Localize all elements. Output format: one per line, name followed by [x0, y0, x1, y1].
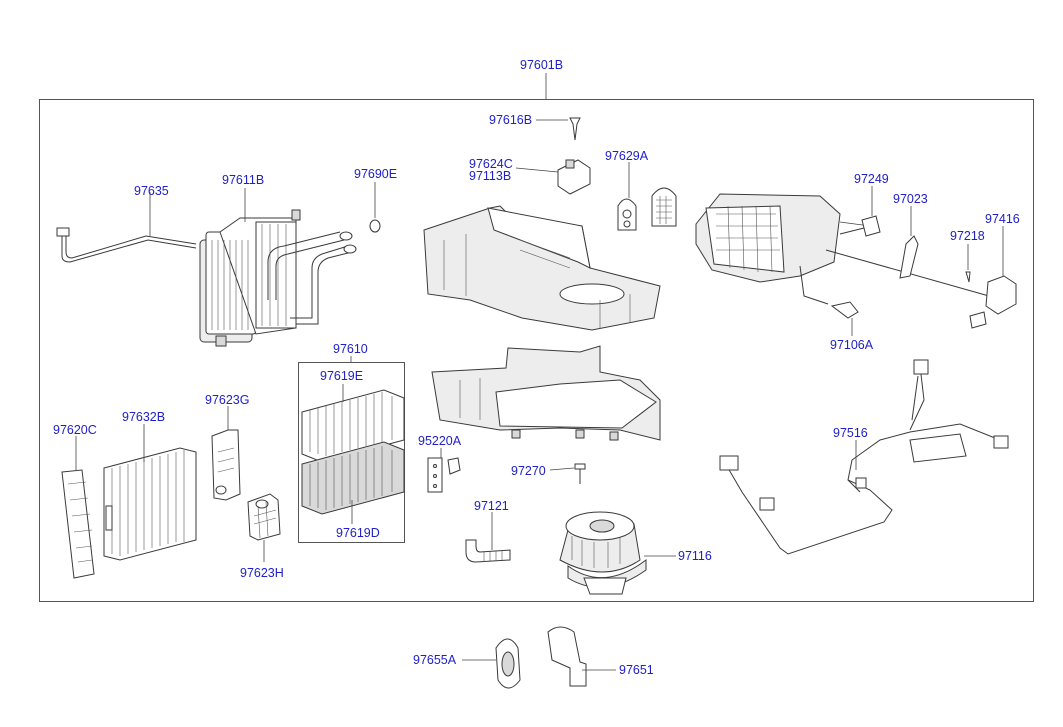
cover-h-part[interactable] — [247, 493, 281, 562]
label-actuator[interactable]: 97416 — [985, 212, 1020, 226]
blower-screw-part[interactable] — [549, 463, 586, 484]
cover-g-part[interactable] — [211, 406, 241, 501]
label-wiring-harness[interactable]: 97516 — [833, 426, 868, 440]
label-hose[interactable]: 97121 — [474, 499, 509, 513]
sensor-part[interactable] — [830, 301, 859, 336]
label-filter-element[interactable]: 97632B — [122, 410, 166, 424]
filter-element-part[interactable] — [103, 424, 197, 561]
label-resistor[interactable]: 97624C — [469, 157, 513, 171]
label-filter-assembly[interactable]: 97610 — [333, 342, 368, 356]
label-cover-h[interactable]: 97623H — [240, 566, 284, 580]
lever-part[interactable] — [899, 206, 919, 279]
label-filter-upper[interactable]: 97619E — [320, 369, 364, 383]
label-sensor[interactable]: 97106A — [830, 338, 874, 352]
wiring-harness-part[interactable] — [719, 359, 1009, 555]
pipe-assembly-part[interactable] — [56, 192, 197, 263]
label-blower-screw[interactable]: 97270 — [511, 464, 546, 478]
upper-case-part[interactable] — [423, 205, 661, 331]
assembly-frame — [39, 99, 1034, 602]
label-connector[interactable]: 95220A — [418, 434, 462, 448]
label-evaporator-core[interactable]: 97611B — [222, 173, 265, 187]
label-cover-g[interactable]: 97623G — [205, 393, 250, 407]
grommet-part[interactable] — [462, 638, 521, 689]
label-resistor-alt[interactable]: 97113B — [469, 169, 512, 183]
label-filter-cover[interactable]: 97620C — [53, 423, 97, 437]
label-screw[interactable]: 97218 — [950, 229, 985, 243]
heater-unit-part[interactable] — [695, 193, 997, 305]
cover-a-part[interactable] — [617, 162, 677, 231]
label-filter-lower[interactable]: 97619D — [336, 526, 380, 540]
filter-lower-part[interactable] — [301, 441, 405, 524]
label-o-ring[interactable]: 97690E — [354, 167, 398, 181]
actuator-part[interactable] — [969, 226, 1017, 329]
label-actuator-bracket[interactable]: 97249 — [854, 172, 889, 186]
duct-part[interactable] — [547, 626, 616, 687]
label-cover-a[interactable]: 97629A — [605, 149, 649, 163]
label-case-screw[interactable]: 97616B — [489, 113, 533, 127]
label-grommet[interactable]: 97655A — [413, 653, 457, 667]
resistor-part[interactable] — [515, 159, 591, 195]
lower-case-part[interactable] — [431, 345, 661, 441]
evaporator-core-part[interactable] — [199, 188, 357, 347]
case-screw-part[interactable] — [536, 117, 581, 141]
hose-part[interactable] — [465, 512, 511, 563]
o-ring-part[interactable] — [369, 182, 381, 233]
connector-part[interactable] — [427, 448, 461, 493]
label-duct[interactable]: 97651 — [619, 663, 654, 677]
blower-motor-part[interactable] — [559, 511, 676, 595]
assembly-label[interactable]: 97601B — [520, 58, 564, 72]
label-pipe-assembly[interactable]: 97635 — [134, 184, 169, 198]
screw-part[interactable] — [965, 244, 971, 283]
label-lever[interactable]: 97023 — [893, 192, 928, 206]
actuator-bracket-part[interactable] — [861, 186, 881, 237]
label-blower-motor[interactable]: 97116 — [678, 549, 712, 563]
filter-cover-part[interactable] — [61, 436, 95, 579]
